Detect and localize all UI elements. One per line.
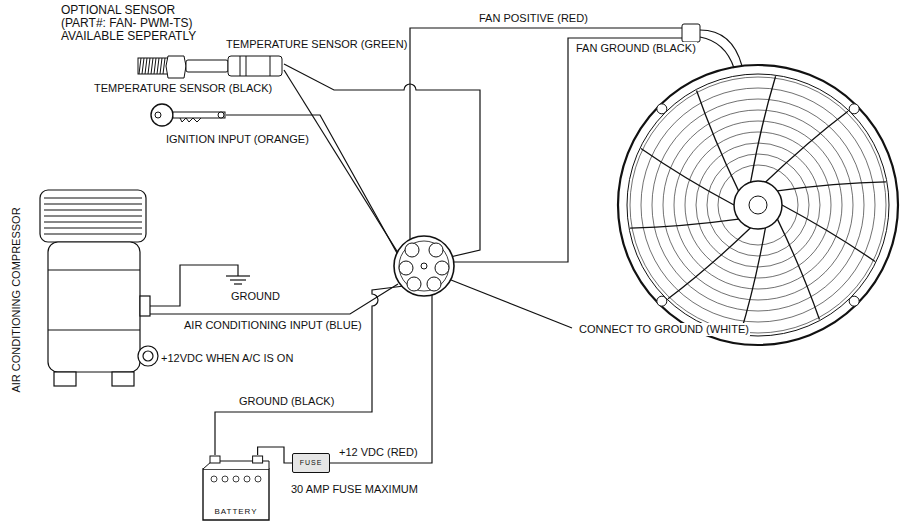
pulley-groove — [44, 227, 142, 228]
pulley-groove — [44, 221, 142, 222]
battery: BATTERY — [200, 455, 272, 523]
pulley-groove — [44, 209, 142, 210]
temperature-sensor — [138, 56, 282, 78]
wire-label: TEMPERATURE SENSOR (GREEN) — [225, 38, 408, 51]
thread-line — [163, 58, 165, 74]
fan-plug — [682, 24, 700, 42]
white-ground-wire — [446, 278, 572, 328]
thread-line — [148, 58, 150, 74]
mount-tab — [657, 296, 667, 306]
fan-shroud — [618, 65, 898, 345]
fan-lead — [700, 37, 734, 68]
fan-blade — [668, 228, 751, 299]
compressor-ground-wire — [150, 265, 238, 306]
fan-grill — [641, 88, 875, 322]
fan-shroud — [627, 74, 889, 336]
thread-line — [145, 58, 147, 74]
fan-hub — [749, 196, 767, 214]
thread-line — [139, 58, 141, 74]
pulley-groove — [44, 203, 142, 204]
fan-lead — [700, 30, 742, 66]
electric-fan — [618, 65, 898, 345]
ac-compressor — [40, 190, 158, 386]
battery-ground-wire — [215, 286, 404, 455]
ground-symbol — [234, 283, 242, 284]
wire-label: IGNITION INPUT (ORANGE) — [165, 133, 310, 146]
mount-tab — [657, 104, 667, 114]
thread-line — [154, 58, 156, 74]
ground-symbol — [226, 275, 250, 276]
wire-label: FAN GROUND (BLACK) — [575, 42, 697, 55]
thread-line — [157, 58, 159, 74]
part-name: AIR CONDITIONING COMPRESSOR — [10, 206, 23, 393]
fan-grill — [663, 110, 853, 300]
fan-grill — [652, 99, 864, 311]
fan-grill — [630, 77, 886, 333]
wire-label: TEMPERATURE SENSOR (BLACK) — [93, 82, 273, 95]
fuse: FUSE — [292, 453, 330, 473]
wire-label: +12VDC WHEN A/C IS ON — [160, 352, 294, 365]
fan-grill — [718, 165, 798, 245]
pulley-groove — [44, 233, 142, 234]
thread-line — [151, 58, 153, 74]
wire-label: AIR CONDITIONING INPUT (BLUE) — [183, 319, 363, 332]
fan-grill — [696, 143, 820, 267]
fuse-label: FUSE — [293, 458, 329, 467]
fan-grill — [685, 132, 831, 278]
ignition-key — [151, 104, 225, 126]
fan-blade — [777, 182, 886, 191]
fan-ground-wire — [446, 38, 682, 262]
fan-grill — [707, 154, 809, 256]
fan-blade — [782, 205, 875, 262]
fan-blade — [740, 228, 765, 334]
fan-blade — [751, 76, 776, 182]
wire-label: 30 AMP FUSE MAXIMUM — [290, 483, 419, 496]
pulley-groove — [44, 215, 142, 216]
battery-label: BATTERY — [200, 507, 272, 517]
wire-label: CONNECT TO GROUND (WHITE) — [578, 323, 750, 336]
mount-tab — [849, 296, 859, 306]
mount-tab — [849, 104, 859, 114]
fan-controller-connector — [394, 236, 454, 296]
fan-blade — [697, 90, 739, 190]
note-text: OPTIONAL SENSOR (PART#: FAN- PWM-TS) AVA… — [60, 4, 212, 43]
ac-input-wire — [150, 284, 398, 314]
thread-line — [160, 58, 162, 74]
fan-blade — [765, 111, 848, 182]
fan-hub — [734, 181, 782, 229]
wire-label: GROUND (BLACK) — [238, 395, 335, 408]
fan-blade — [641, 148, 734, 205]
wire-label: GROUND — [230, 290, 281, 303]
wire-label: +12 VDC (RED) — [338, 446, 419, 459]
wire-label: FAN POSITIVE (RED) — [478, 12, 589, 25]
pulley-groove — [44, 197, 142, 198]
fan-blade — [777, 219, 819, 319]
ground-symbol — [230, 279, 246, 280]
thread-line — [142, 58, 144, 74]
battery-positive-wire — [330, 292, 432, 463]
sensor-green-wire — [284, 64, 480, 258]
fan-blade — [630, 219, 739, 228]
